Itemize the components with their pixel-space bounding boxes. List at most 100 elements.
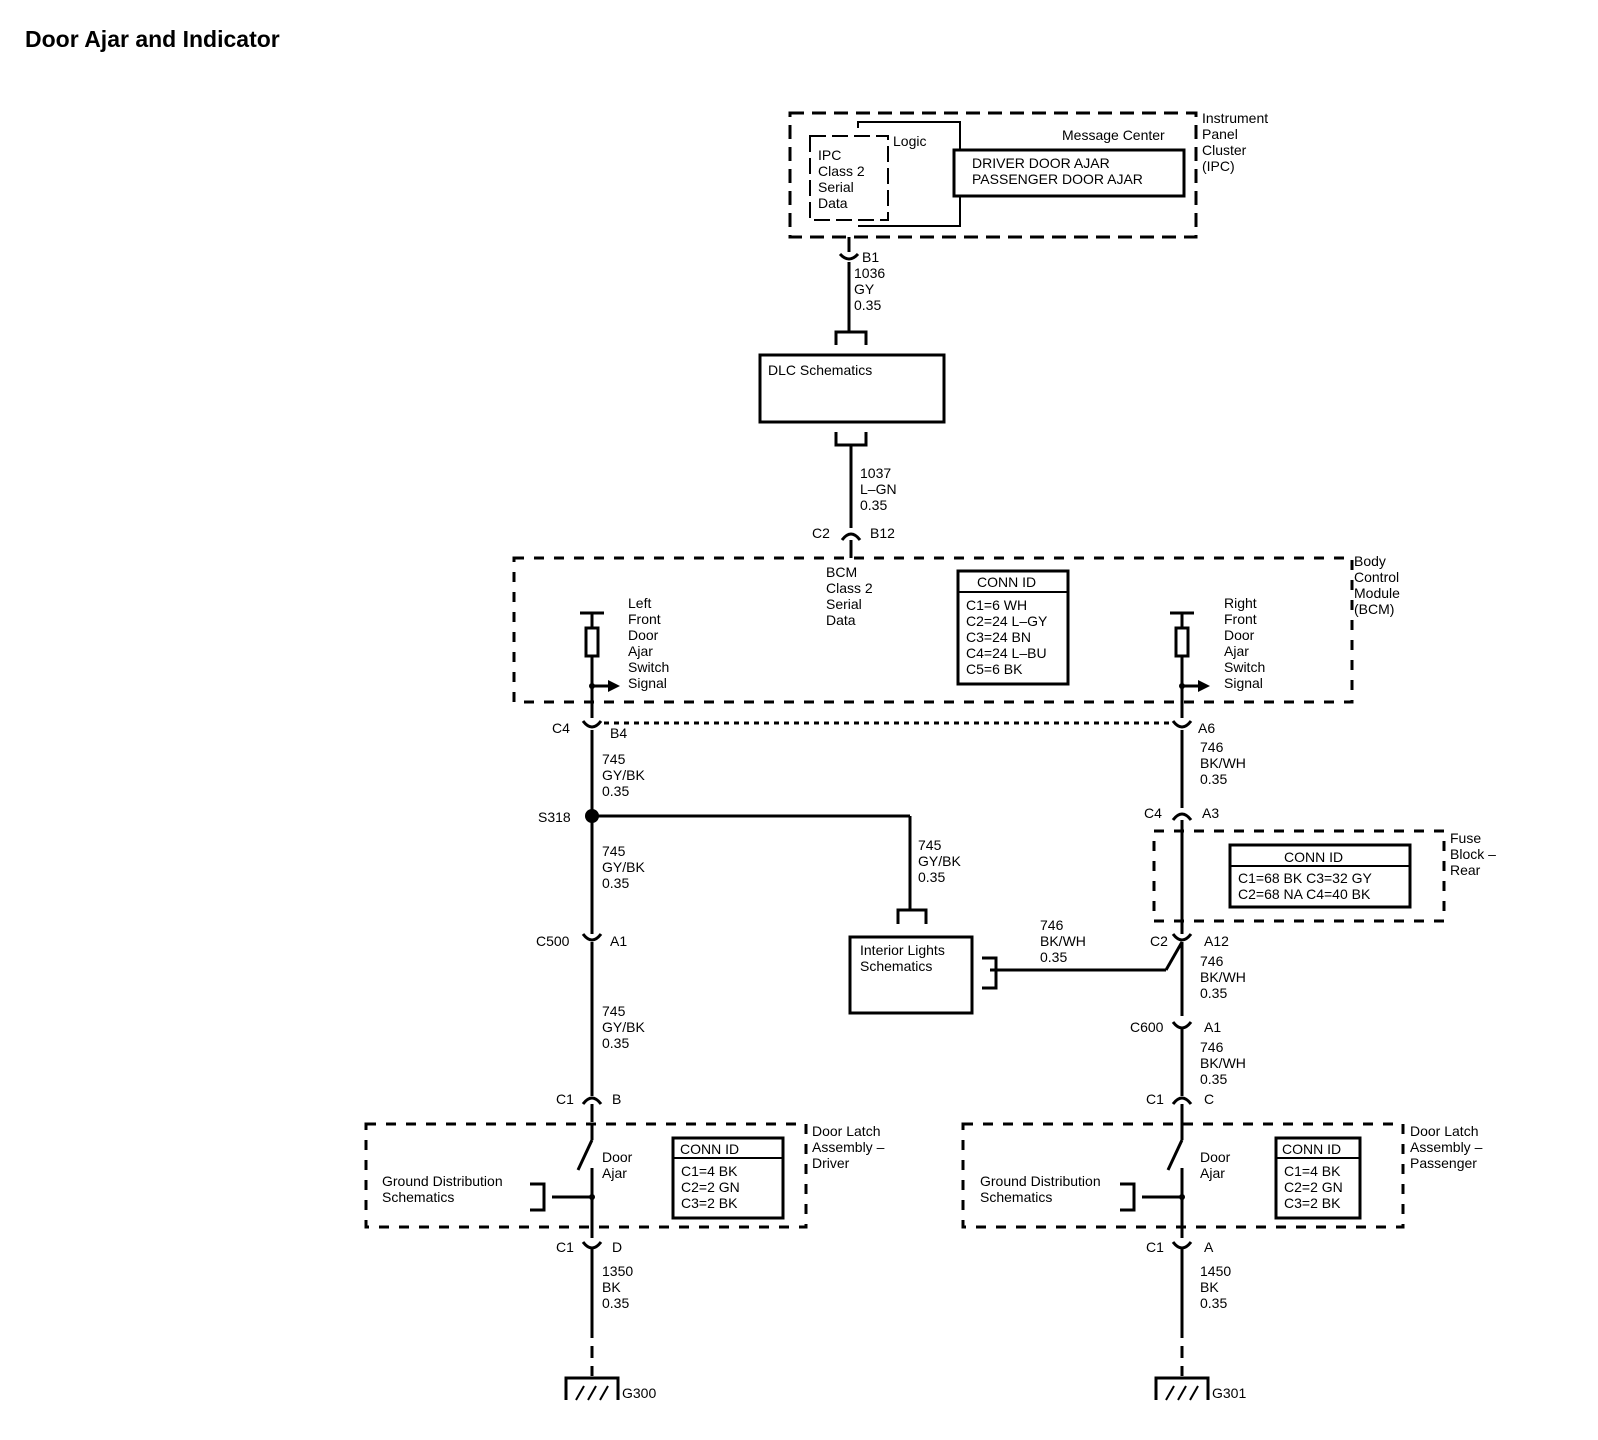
- latch-driver-name: Assembly –: [812, 1139, 885, 1155]
- right-signal-line: Door: [1224, 627, 1255, 643]
- bcm-name-line: Module: [1354, 585, 1400, 601]
- wire-color: BK/WH: [1040, 933, 1086, 949]
- left-signal-line: Door: [628, 627, 659, 643]
- pin-label: C: [1204, 1091, 1214, 1107]
- left-signal-line: Ajar: [628, 643, 653, 659]
- dlc-label: DLC Schematics: [768, 362, 872, 378]
- wire-size: 0.35: [1200, 771, 1227, 787]
- circuit-number: 746: [1200, 953, 1224, 969]
- wire-size: 0.35: [854, 297, 881, 313]
- connector-c1-d: [581, 1241, 603, 1250]
- wire-color: GY/BK: [602, 859, 645, 875]
- connector-c2-a12: [1171, 933, 1193, 942]
- circuit-number: 746: [1200, 1039, 1224, 1055]
- ipc-module: Logic IPC Class 2 Serial Data Message Ce…: [788, 110, 1268, 239]
- pin-label: A3: [1202, 805, 1219, 821]
- circuit-number: 746: [1040, 917, 1064, 933]
- ground-dist-label: Schematics: [382, 1189, 454, 1205]
- connector-c1-a: [1171, 1241, 1193, 1250]
- bcm-conn-id-title: CONN ID: [977, 574, 1036, 590]
- interior-lights-label: Interior Lights: [860, 942, 945, 958]
- wire-color: L–GN: [860, 481, 897, 497]
- bcm-conn-id-entry: C3=24 BN: [966, 629, 1031, 645]
- wire-size: 0.35: [1200, 1071, 1227, 1087]
- fuse-conn-id-entry: C1=68 BK C3=32 GY: [1238, 870, 1373, 886]
- bcm-conn-id-box: [956, 569, 1070, 686]
- connector-label: C2: [812, 525, 830, 541]
- connector-c600: [1171, 1021, 1193, 1030]
- ipc-name-line: Panel: [1202, 126, 1238, 142]
- left-signal-line: Switch: [628, 659, 669, 675]
- ipc-serial-line: Data: [818, 195, 848, 211]
- switch-label: Ajar: [602, 1165, 627, 1181]
- ground-g301-circuit: C1 A 1450 BK 0.35 G301: [1146, 1239, 1246, 1401]
- wire-size: 0.35: [602, 1035, 629, 1051]
- pin-label: A: [1204, 1239, 1214, 1255]
- connector-c4-b4: [581, 720, 603, 729]
- bcm-conn-id-entry: C2=24 L–GY: [966, 613, 1048, 629]
- splice-label: S318: [538, 809, 571, 825]
- circuit-number: 1350: [602, 1263, 633, 1279]
- circuit-number: 745: [602, 1003, 626, 1019]
- latch-driver-conn-id-box: [671, 1136, 785, 1220]
- wire-size: 0.35: [602, 783, 629, 799]
- ground-dist-label: Schematics: [980, 1189, 1052, 1205]
- ipc-serial-line: Serial: [818, 179, 854, 195]
- circuit-number: 1037: [860, 465, 891, 481]
- connector-label: C500: [536, 933, 570, 949]
- connector-c500: [581, 933, 603, 942]
- circuit-number: 745: [602, 751, 626, 767]
- interior-lights-box: Interior Lights Schematics: [848, 935, 998, 1015]
- right-signal-line: Signal: [1224, 675, 1263, 691]
- right-signal-line: Right: [1224, 595, 1257, 611]
- door-ajar-switch-icon: [1166, 1139, 1184, 1171]
- ground-icon: [564, 1376, 620, 1401]
- bcm-module: BCM Class 2 Serial Data CONN ID C1=6 WH …: [512, 553, 1400, 718]
- wire-size: 0.35: [602, 875, 629, 891]
- connector-c1-c: [1171, 1096, 1193, 1105]
- wire-size: 0.35: [1200, 985, 1227, 1001]
- fuse-block-name: Block –: [1450, 846, 1496, 862]
- pin-label: B1: [862, 249, 879, 265]
- latch-passenger-name: Assembly –: [1410, 1139, 1483, 1155]
- pin-label: B: [612, 1091, 621, 1107]
- latch-driver-name: Door Latch: [812, 1123, 880, 1139]
- ipc-name-line: Instrument: [1202, 110, 1268, 126]
- bcm-conn-id-entry: C4=24 L–BU: [966, 645, 1047, 661]
- left-branch: 745 GY/BK 0.35 S318 745 GY/BK 0.35 745 G…: [536, 730, 961, 1122]
- message-center-label: Message Center: [1062, 127, 1165, 143]
- left-signal-line: Front: [628, 611, 661, 627]
- ground-icon: [1154, 1376, 1210, 1401]
- bcm-serial-line: Serial: [826, 596, 862, 612]
- ground-dist-label: Ground Distribution: [980, 1173, 1101, 1189]
- latch-conn-id-title: CONN ID: [1282, 1141, 1341, 1157]
- switch-label: Door: [602, 1149, 633, 1165]
- wire-size: 0.35: [1040, 949, 1067, 965]
- left-signal-line: Left: [628, 595, 651, 611]
- ipc-name-line: (IPC): [1202, 158, 1235, 174]
- wire-color: BK: [602, 1279, 621, 1295]
- connector-a6: [1171, 720, 1193, 729]
- switch-label: Door: [1200, 1149, 1231, 1165]
- fuse-block-name: Rear: [1450, 862, 1481, 878]
- wire-color: BK/WH: [1200, 755, 1246, 771]
- connector-c1-b: [581, 1096, 603, 1105]
- ipc-boundary: [788, 111, 1198, 239]
- wire-color: BK: [1200, 1279, 1219, 1295]
- signal-arrow-icon: [608, 680, 620, 692]
- connector-c2-b12: [840, 532, 862, 541]
- right-signal-line: Front: [1224, 611, 1257, 627]
- left-door-signal-circuit: Left Front Door Ajar Switch Signal: [580, 595, 669, 718]
- circuit-number: 746: [1200, 739, 1224, 755]
- fuse-conn-id-title: CONN ID: [1284, 849, 1343, 865]
- wire-color: GY/BK: [602, 767, 645, 783]
- connector-b1: [838, 252, 860, 261]
- circuit-number: 745: [602, 843, 626, 859]
- fuse-block-boundary: [1152, 829, 1446, 923]
- circuit-number: 1036: [854, 265, 885, 281]
- bcm-name-line: Body: [1354, 553, 1386, 569]
- latch-conn-id-title: CONN ID: [680, 1141, 739, 1157]
- ground-g300-circuit: C1 D 1350 BK 0.35 G300: [556, 1239, 656, 1401]
- door-latch-driver: Door Ajar Ground Distribution Schematics…: [364, 1122, 885, 1238]
